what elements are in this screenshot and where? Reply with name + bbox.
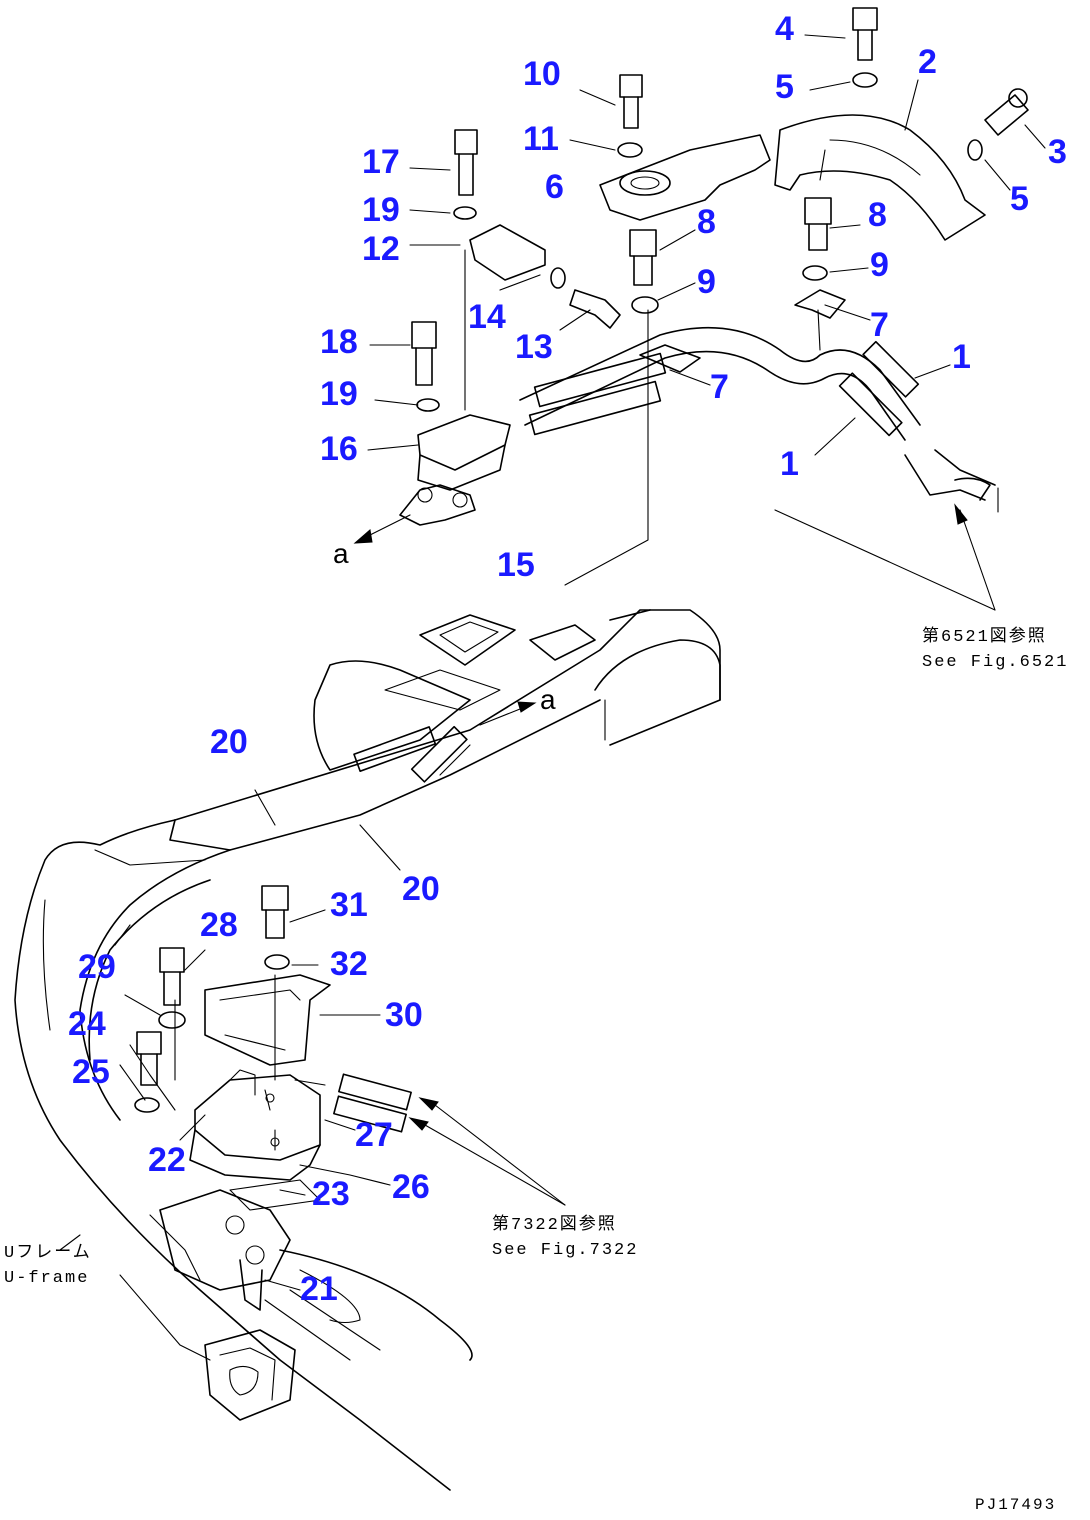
block-part-6 — [599, 134, 771, 221]
reference-fig-7322: 第7322図参照 See Fig.7322 — [492, 1214, 638, 1263]
callout-23: 23 — [312, 1175, 350, 1213]
cover-part-2 — [774, 114, 986, 241]
callout-10: 10 — [523, 55, 561, 93]
upper-pipe-assembly — [519, 326, 999, 513]
callout-32: 32 — [330, 945, 368, 983]
u-frame-leader — [59, 1234, 211, 1361]
callout-27: 27 — [355, 1116, 393, 1154]
callout-4: 4 — [775, 10, 794, 48]
callout-13: 13 — [515, 328, 553, 366]
callout-21: 21 — [300, 1270, 338, 1308]
callout-26: 26 — [392, 1168, 430, 1206]
bolts — [136, 7, 1029, 1086]
callout-1b: 1 — [780, 445, 799, 483]
callout-5a: 5 — [775, 68, 794, 106]
marker-a-lower: a — [540, 684, 556, 715]
callout-22: 22 — [148, 1141, 186, 1179]
callout-2: 2 — [918, 43, 937, 81]
arrow-a-upper — [353, 514, 411, 544]
valve-block — [149, 1069, 412, 1311]
callout-29: 29 — [78, 948, 116, 986]
callout-8a: 8 — [697, 203, 716, 241]
reference-fig-6521-jp: 第6521図参照 — [922, 628, 1047, 647]
washers — [134, 72, 983, 1113]
callout-17: 17 — [362, 143, 400, 181]
boom-frame — [14, 609, 721, 1491]
reference-fig-6521-en: See Fig.6521 — [922, 652, 1069, 672]
callout-15: 15 — [497, 546, 535, 584]
callout-3: 3 — [1048, 133, 1067, 171]
leader-lines-lower — [114, 789, 401, 1291]
callout-19b: 19 — [320, 375, 358, 413]
callout-20a: 20 — [210, 723, 248, 761]
callout-5b: 5 — [1010, 180, 1029, 218]
callout-20b: 20 — [402, 870, 440, 908]
callout-25: 25 — [72, 1053, 110, 1091]
callout-9b: 9 — [870, 246, 889, 284]
callout-7b: 7 — [710, 368, 729, 406]
callout-8b: 8 — [868, 196, 887, 234]
ref-arrows-6521 — [774, 503, 996, 611]
callout-11: 11 — [523, 120, 559, 158]
u-frame-label: Uフレーム U-frame — [4, 1242, 92, 1291]
leader-lines — [367, 34, 1046, 586]
block-part-16 — [399, 414, 511, 526]
callout-24: 24 — [68, 1005, 106, 1043]
callout-12: 12 — [362, 230, 400, 268]
drawing-code: PJ17493 — [975, 1496, 1057, 1514]
callout-31: 31 — [330, 886, 368, 924]
callout-14: 14 — [468, 298, 506, 336]
cover-part-30 — [204, 974, 331, 1066]
callout-6: 6 — [545, 168, 564, 206]
marker-a-upper: a — [333, 538, 349, 569]
reference-fig-6521: 第6521図参照 See Fig.6521 — [922, 626, 1068, 675]
callout-18: 18 — [320, 323, 358, 361]
callout-19a: 19 — [362, 191, 400, 229]
callout-9a: 9 — [697, 263, 716, 301]
u-frame-label-jp: Uフレーム — [4, 1244, 92, 1263]
reference-fig-7322-jp: 第7322図参照 — [492, 1216, 617, 1235]
callout-7a: 7 — [870, 306, 889, 344]
callout-1a: 1 — [952, 338, 971, 376]
callout-28: 28 — [200, 906, 238, 944]
reference-fig-7322-en: See Fig.7322 — [492, 1240, 639, 1260]
callout-30: 30 — [385, 996, 423, 1034]
callout-16: 16 — [320, 430, 358, 468]
u-frame-label-en: U-frame — [4, 1268, 90, 1288]
ref-arrows-7322 — [408, 1097, 566, 1206]
